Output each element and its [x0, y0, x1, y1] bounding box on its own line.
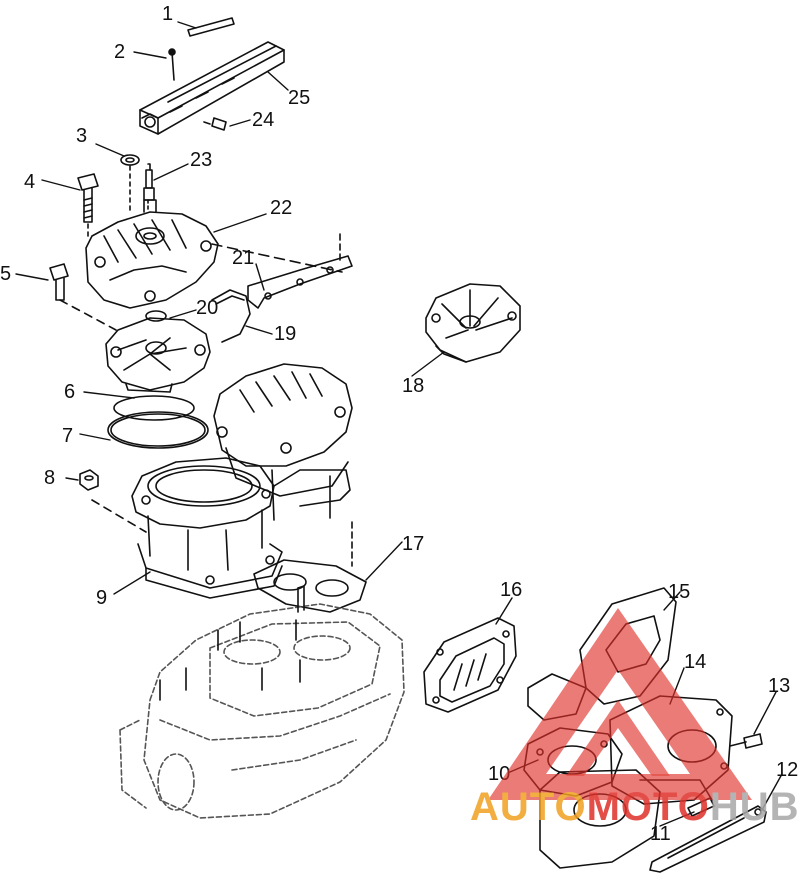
watermark-text-moto: MOTO	[587, 785, 710, 829]
watermark-inner-chevron-icon	[566, 700, 670, 776]
callout-4: 4	[24, 171, 35, 193]
callout-21: 21	[232, 247, 254, 269]
callout-18: 18	[402, 375, 424, 397]
callout-11: 11	[650, 823, 671, 845]
part-crankcase	[119, 603, 405, 819]
callout-2: 2	[114, 41, 125, 63]
callout-15: 15	[668, 581, 690, 603]
callout-20: 20	[196, 297, 218, 319]
part-6-ring	[113, 395, 195, 421]
part-22-head-cover	[85, 199, 219, 309]
callout-23: 23	[190, 149, 212, 171]
callout-14: 14	[684, 651, 706, 673]
part-9-cylinder-block	[131, 457, 351, 599]
part-18-head	[425, 283, 521, 363]
watermark-text-auto: AUTO	[470, 785, 587, 829]
svg-text:AUTOMOTOHUB: AUTOMOTOHUB	[470, 785, 800, 829]
watermark-text-hub: HUB	[710, 785, 800, 829]
callout-24: 24	[252, 109, 274, 131]
part-23-spark-plug	[143, 163, 155, 211]
callout-16: 16	[500, 579, 522, 601]
callout-1: 1	[162, 3, 173, 25]
watermark-logo: AUTOMOTOHUB	[470, 608, 800, 829]
callout-22: 22	[270, 197, 292, 219]
part-cylinder-head-right	[213, 363, 353, 521]
callout-9: 9	[96, 587, 107, 609]
part-3-washer	[120, 154, 140, 211]
part-1-rod	[187, 17, 235, 37]
callout-17: 17	[402, 533, 424, 555]
part-21-bracket	[211, 233, 353, 309]
callout-25: 25	[288, 87, 310, 109]
part-20-o-ring	[145, 310, 167, 322]
callout-19: 19	[274, 323, 296, 345]
callout-13: 13	[768, 675, 790, 697]
part-4-long-bolt	[77, 173, 99, 241]
part-16-reed-valve	[423, 617, 517, 713]
part-5-bolt	[49, 263, 117, 331]
callout-labels: 1 2 3 4 5 6 7 8 9 10 11 12 13 14 15 16 1…	[0, 3, 798, 845]
callout-12: 12	[776, 759, 798, 781]
part-19-gasket	[211, 289, 251, 343]
part-25-rail	[139, 41, 285, 135]
callout-7: 7	[62, 425, 73, 447]
part-17-base-gasket	[253, 521, 367, 613]
callout-8: 8	[44, 467, 55, 489]
part-24-screw	[203, 117, 227, 131]
callout-leaders	[15, 21, 783, 827]
callout-6: 6	[64, 381, 75, 403]
part-12-strap	[649, 805, 767, 873]
part-crankcase-studs	[159, 585, 305, 701]
part-head-dome-left	[105, 317, 211, 393]
watermark-triangle-icon	[488, 608, 752, 800]
part-13-bolt	[729, 733, 763, 749]
callout-3: 3	[76, 125, 87, 147]
part-8-nut	[79, 469, 147, 533]
callout-5: 5	[0, 263, 11, 285]
part-2-screw	[168, 48, 176, 81]
part-7-big-ring	[107, 411, 209, 449]
